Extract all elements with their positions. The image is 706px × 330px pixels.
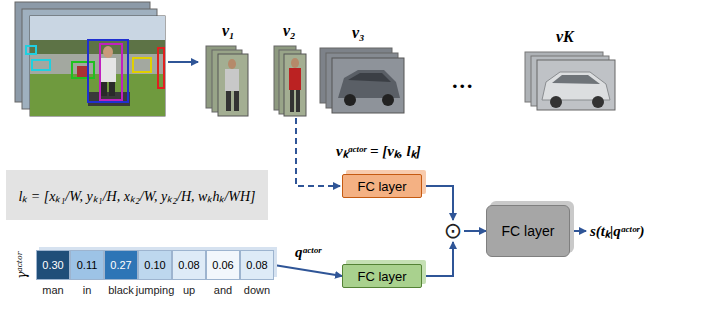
connector-arrow bbox=[422, 242, 453, 276]
formula-box: lₖ = [xₖ₁/W, yₖ₁/H, xₖ₂/W, yₖ₂/H, wₖhₖ/W… bbox=[6, 170, 268, 220]
node-text: 0.08 bbox=[178, 259, 199, 271]
node-text: FC layer bbox=[502, 223, 555, 239]
word-label: down bbox=[244, 284, 270, 296]
word-label: man bbox=[42, 284, 63, 296]
feature-label: v₂ bbox=[283, 22, 296, 40]
edge-label: qᵃᶜᵗᵒʳ bbox=[293, 244, 323, 261]
node-text: FC layer bbox=[357, 269, 406, 284]
attention-bar: γᵃᶜᵗᵒʳ0.30man0.11in0.27black0.10jumping0… bbox=[36, 250, 274, 280]
node-text: lₖ = [xₖ₁/W, yₖ₁/H, xₖ₂/W, yₖ₂/H, wₖhₖ/W… bbox=[18, 186, 255, 205]
fc-layer-box: FC layer bbox=[486, 205, 570, 257]
weight-cell: 0.27black bbox=[104, 250, 138, 280]
feature-label: vK bbox=[556, 28, 574, 46]
node-text: γᵃᶜᵗᵒʳ bbox=[15, 251, 29, 279]
feature-label: v₃ bbox=[352, 24, 365, 42]
word-label: jumping bbox=[136, 284, 175, 296]
word-label: black bbox=[108, 284, 134, 296]
ellipsis: … bbox=[452, 68, 474, 94]
node-text: 0.27 bbox=[110, 259, 131, 271]
node-text: 0.10 bbox=[144, 259, 165, 271]
weight-cell: 0.08up bbox=[172, 250, 206, 280]
feature-label: v₁ bbox=[222, 22, 235, 40]
weight-cell: 0.11in bbox=[70, 250, 104, 280]
output-label: s(tₖ|qᵃᶜᵗᵒʳ) bbox=[590, 220, 644, 240]
connector-arrow bbox=[464, 230, 486, 232]
weight-cell: 0.30man bbox=[36, 250, 70, 280]
fc-layer-box: FC layer bbox=[342, 264, 422, 288]
fc-layer-box: FC layer bbox=[342, 174, 422, 198]
formula-label: vₖᵃᶜᵗᵒʳ = [vₖ, lₖ] bbox=[336, 140, 421, 160]
word-label: up bbox=[183, 284, 195, 296]
node-text: 0.08 bbox=[246, 259, 267, 271]
node-text: FC layer bbox=[357, 179, 406, 194]
product-symbol: ⊙ bbox=[442, 220, 464, 242]
node-text: 0.06 bbox=[212, 259, 233, 271]
node-text: 0.11 bbox=[77, 259, 98, 271]
weight-cell: 0.10jumping bbox=[138, 250, 172, 280]
node-text: ⊙ bbox=[444, 220, 462, 242]
weight-cell: 0.08down bbox=[240, 250, 274, 280]
weight-cell: 0.06and bbox=[206, 250, 240, 280]
node-text: 0.30 bbox=[42, 259, 63, 271]
word-label: and bbox=[214, 284, 232, 296]
word-label: in bbox=[83, 284, 92, 296]
connector-arrow bbox=[274, 265, 342, 276]
connector-arrow bbox=[422, 186, 453, 220]
